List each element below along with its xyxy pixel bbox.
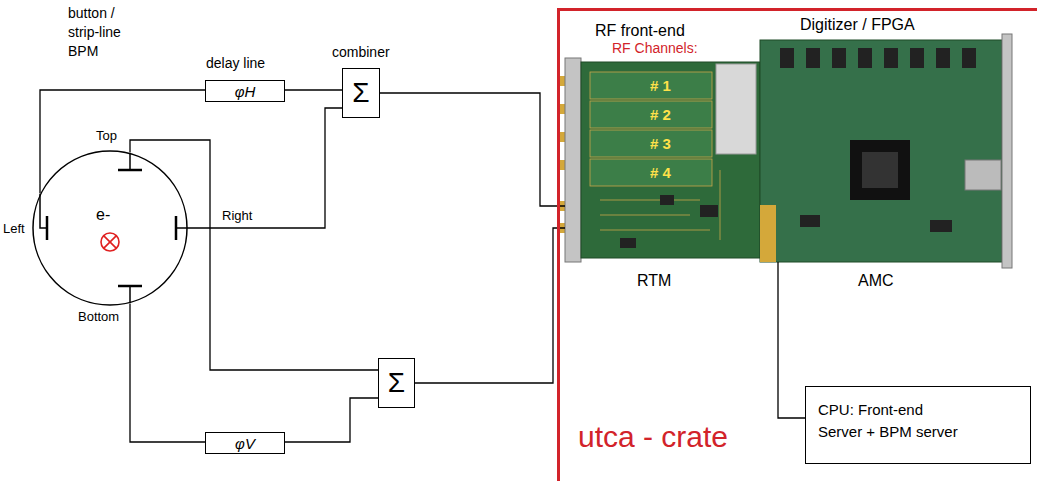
delay-line-box: φH — [205, 80, 285, 102]
bpm-pickup: e- — [32, 150, 188, 306]
rtm-board — [559, 58, 760, 262]
channel-number: # 3 — [650, 135, 671, 152]
combiner-box: Σ — [378, 358, 415, 408]
node-text: RTM — [637, 272, 671, 290]
channel-number: # 1 — [650, 77, 671, 94]
electrode-label: Right — [222, 208, 252, 223]
delay-line-box: φV — [205, 432, 285, 454]
part-label: button / strip-line BPM — [68, 4, 148, 61]
node-text: AMC — [858, 272, 894, 290]
wire — [415, 228, 565, 383]
node-text: Digitizer / FPGA — [800, 16, 915, 34]
node-text: utca - crate — [578, 420, 728, 454]
wire — [285, 89, 342, 90]
part-label: delay line — [206, 55, 265, 71]
amc-card: Digitizer / FPGAAMC — [760, 40, 1010, 262]
node-text: φV — [235, 435, 255, 452]
wire — [130, 303, 205, 442]
wire — [778, 262, 805, 418]
combiner-box: Σ — [342, 68, 380, 118]
electrode-label: Top — [96, 128, 117, 143]
wire — [188, 108, 342, 228]
cpu-box: CPU: Front-end Server + BPM server — [805, 386, 1031, 464]
section-label: RF Channels: — [612, 40, 698, 56]
wire — [380, 93, 565, 206]
channel-number: # 4 — [650, 164, 671, 181]
part-label: combiner — [332, 44, 390, 60]
utca-crate: utca - crate RF front-endRTM Digitizer / F… — [557, 8, 1037, 481]
wire — [40, 90, 205, 194]
electrode-label: Left — [3, 221, 25, 236]
node-text: RF front-end — [595, 22, 685, 40]
node-text: CPU: Front-end Server + BPM server — [818, 399, 968, 443]
wire — [285, 398, 378, 442]
node-text: Σ — [352, 77, 369, 109]
amc-board — [760, 34, 1012, 268]
circle-outline-shape — [33, 151, 187, 305]
beam-symbol — [101, 233, 119, 251]
node-text: e- — [96, 206, 110, 224]
node-text: Σ — [388, 367, 405, 399]
channel-number: # 2 — [650, 106, 671, 123]
circle-outline — [32, 150, 188, 306]
node-text: φH — [235, 83, 256, 100]
wire — [130, 140, 378, 370]
electrode-label: Bottom — [78, 309, 119, 324]
